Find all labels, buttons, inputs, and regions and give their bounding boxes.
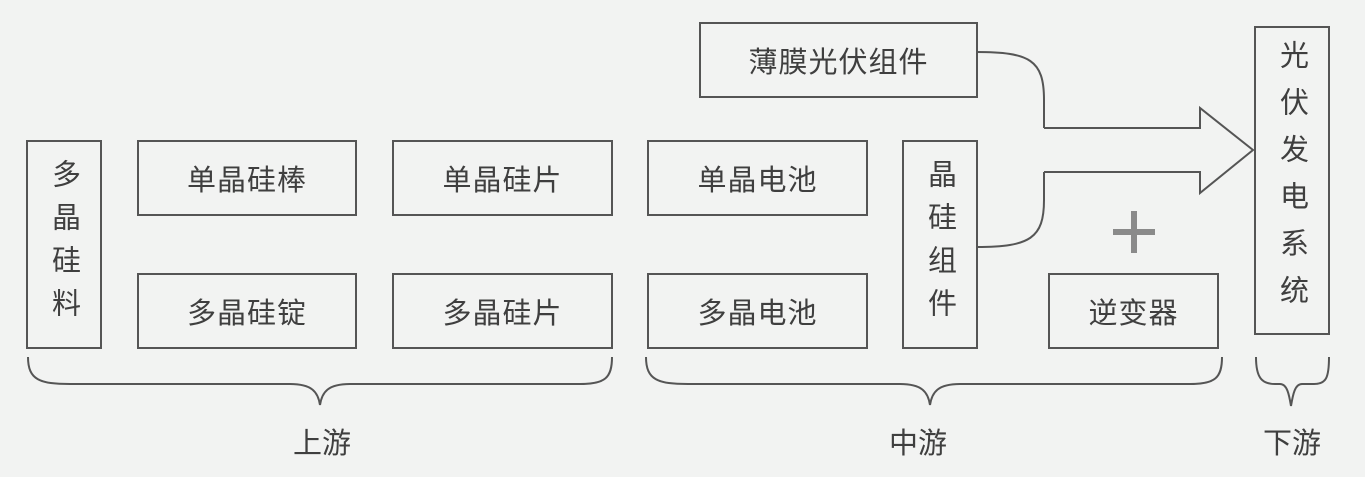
mono-cell-box: 单晶电池 [647,140,868,216]
mono-wafer-label: 单晶硅片 [442,163,563,197]
plus-icon [1113,211,1155,253]
midstream-brace [645,356,1223,406]
poly-cell-label: 多晶电池 [697,296,818,330]
poly-ingot-label: 多晶硅锭 [186,296,307,330]
downstream-brace [1255,356,1330,407]
thin-film-module-box: 薄膜光伏组件 [699,22,978,98]
poly-wafer-box: 多晶硅片 [392,273,613,349]
mono-ingot-box: 单晶硅棒 [137,140,357,216]
poly-cell-box: 多晶电池 [647,273,868,349]
mono-cell-label: 单晶电池 [697,163,818,197]
crystalline-module-box: 晶硅组件 [902,140,978,349]
polysilicon-material-label: 多晶硅料 [47,158,82,331]
polysilicon-material-box: 多晶硅料 [26,140,102,349]
upstream-stage-label: 上游 [292,426,351,460]
thin-film-module-label: 薄膜光伏组件 [748,45,929,79]
poly-ingot-box: 多晶硅锭 [137,273,357,349]
pv-system-box: 光伏发电系统 [1254,26,1330,335]
midstream-stage-label: 中游 [888,426,947,460]
thin-film-connector [975,51,1045,128]
mono-ingot-label: 单晶硅棒 [186,163,307,197]
poly-wafer-label: 多晶硅片 [442,296,563,330]
crystalline-connector [976,172,1045,248]
flow-arrow [1044,105,1255,196]
crystalline-module-label: 晶硅组件 [923,158,958,331]
pv-system-label: 光伏发电系统 [1275,39,1310,322]
inverter-label: 逆变器 [1088,296,1179,330]
upstream-brace [27,356,613,406]
downstream-stage-label: 下游 [1262,426,1321,460]
mono-wafer-box: 单晶硅片 [392,140,613,216]
inverter-box: 逆变器 [1048,273,1219,349]
